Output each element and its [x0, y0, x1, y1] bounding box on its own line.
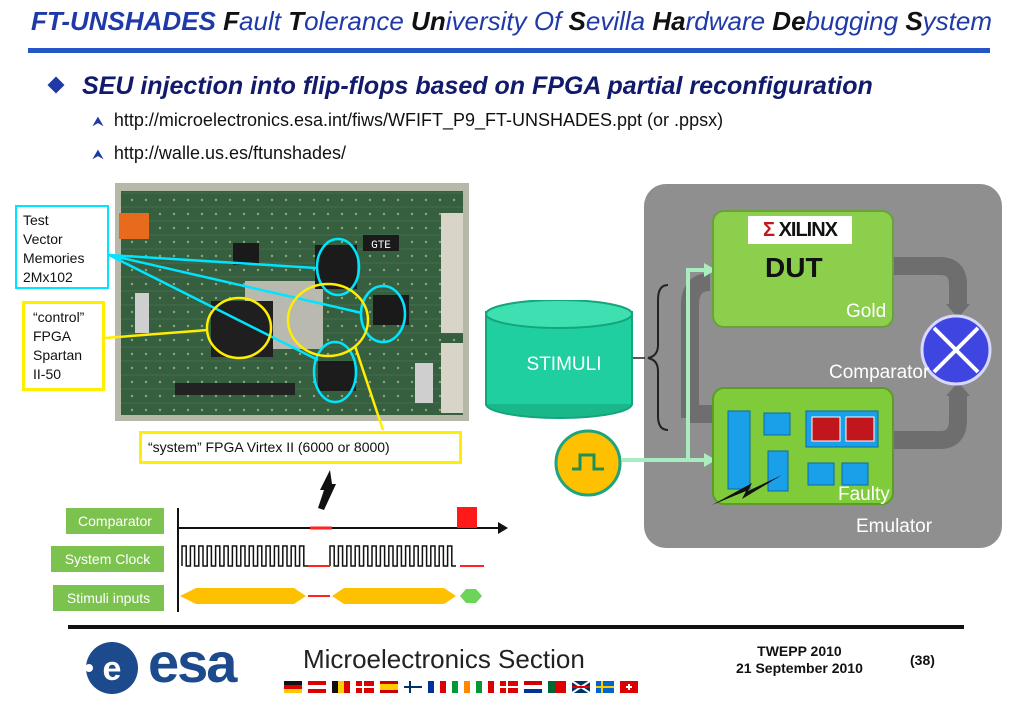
stimuli-brace — [647, 284, 669, 431]
system-clock-signal — [329, 545, 456, 567]
title-word: Tolerance — [288, 6, 412, 36]
esa-logo-text: esa — [148, 631, 237, 694]
svg-text:e: e — [103, 650, 122, 688]
system-callout-text: “system” FPGA Virtex II (6000 or 8000) — [148, 439, 390, 455]
arrow-bullet-icon: ⮝ — [92, 146, 104, 162]
arrowhead-icon — [704, 453, 716, 467]
sub-bullet: ⮝ http://walle.us.es/ftunshades/ — [92, 143, 346, 164]
arrowhead-icon — [498, 522, 508, 534]
control-pointer-line — [104, 328, 209, 340]
esa-logo-icon: e — [85, 642, 138, 694]
gold-label: Gold — [846, 301, 887, 322]
main-bullet-text: SEU injection into flip-flops based on F… — [82, 72, 873, 100]
stimuli-cylinder: STIMULI — [485, 300, 633, 419]
waveform-label-stimuli: Stimuli inputs — [53, 585, 164, 611]
sub-bullet: ⮝ http://microelectronics.esa.int/fiws/WF… — [92, 110, 723, 131]
page-number: (38) — [910, 652, 935, 668]
emulator-internals — [712, 410, 879, 505]
event-name: TWEPP 2010 — [757, 643, 842, 659]
xilinx-x-icon: Σ — [762, 219, 775, 241]
main-bullet: SEU injection into flip-flops based on F… — [42, 72, 873, 101]
control-line: FPGA — [33, 328, 72, 344]
stimuli-next-segment — [460, 589, 482, 603]
memories-line: Vector — [23, 231, 63, 247]
footer-rule — [68, 625, 964, 629]
control-fpga-callout: “control” FPGA Spartan II-50 — [22, 301, 105, 391]
faulty-label: Faulty — [838, 484, 890, 505]
xilinx-logo-text: XILINX — [778, 219, 838, 241]
memory-pointer-line — [108, 253, 363, 315]
memories-line: Test — [23, 212, 49, 228]
memories-line: Memories — [23, 250, 85, 266]
memory-highlight-circle — [315, 237, 361, 297]
stimuli-data-segment — [332, 588, 456, 604]
fault-bolt-icon — [712, 475, 782, 505]
system-clock-signal — [181, 545, 308, 567]
system-fpga-highlight — [286, 282, 370, 358]
member-flags — [284, 681, 638, 693]
control-line: “control” — [33, 309, 85, 325]
memories-callout: Test Vector Memories 2Mx102 — [15, 205, 109, 289]
comparator-label: Comparator — [829, 362, 930, 383]
clock-pulse-icon — [572, 453, 604, 471]
gray-arrow-to-comparator — [890, 257, 967, 308]
memory-highlight-circle — [359, 284, 407, 344]
control-line: Spartan — [33, 347, 83, 363]
clock-line — [622, 268, 712, 462]
system-fpga-callout: “system” FPGA Virtex II (6000 or 8000) — [139, 431, 462, 464]
memories-line: 2Mx102 — [23, 269, 73, 285]
arrow-bullet-icon: ⮝ — [92, 113, 104, 129]
comparator-icon — [920, 314, 992, 386]
link-website[interactable]: http://walle.us.es/ftunshades/ — [113, 143, 347, 163]
stimuli-data-segment — [180, 588, 306, 604]
title-word: System — [905, 6, 992, 36]
event-date: 21 September 2010 — [736, 660, 863, 676]
fault-bolt-icon — [318, 470, 336, 510]
stimuli-label: STIMULI — [527, 354, 602, 375]
control-line: II-50 — [33, 366, 62, 382]
title-word: Fault — [223, 6, 289, 36]
title-word: Hardware — [652, 6, 773, 36]
emulator-label: Emulator — [856, 516, 933, 537]
title-word: University Of — [411, 6, 569, 36]
event-info: TWEPP 2010 21 September 2010 — [736, 643, 863, 677]
xilinx-logo: Σ XILINX — [748, 216, 852, 244]
arrowhead-icon — [946, 304, 970, 318]
mismatch-flag — [457, 507, 477, 528]
title-underline — [28, 48, 990, 53]
slide-title: FT-UNSHADES Fault Tolerance University O… — [0, 6, 1023, 37]
memory-pointer-line — [108, 253, 319, 362]
control-fpga-highlight — [205, 296, 273, 360]
gray-arrow-to-comparator — [890, 392, 967, 449]
waveform-label-clock: System Clock — [51, 546, 164, 572]
arrowhead-icon — [946, 382, 970, 396]
section-name: Microelectronics Section — [303, 644, 585, 674]
system-pointer-line — [353, 345, 385, 431]
title-word: Debugging — [772, 6, 906, 36]
title-lead: FT-UNSHADES — [31, 6, 216, 36]
board-chip-label: GTE — [371, 240, 391, 252]
title-word: Sevilla — [568, 6, 653, 36]
arrowhead-icon — [704, 263, 716, 277]
waveform-label-comparator: Comparator — [66, 508, 164, 534]
memory-pointer-line — [108, 253, 317, 270]
clock-source — [554, 429, 622, 497]
fpga-board-photo: GTE — [115, 183, 469, 421]
memory-highlight-circle — [312, 340, 358, 404]
link-ppt[interactable]: http://microelectronics.esa.int/fiws/WFI… — [113, 110, 724, 130]
dut-label: DUT — [765, 252, 823, 283]
flag-icons — [284, 681, 638, 693]
